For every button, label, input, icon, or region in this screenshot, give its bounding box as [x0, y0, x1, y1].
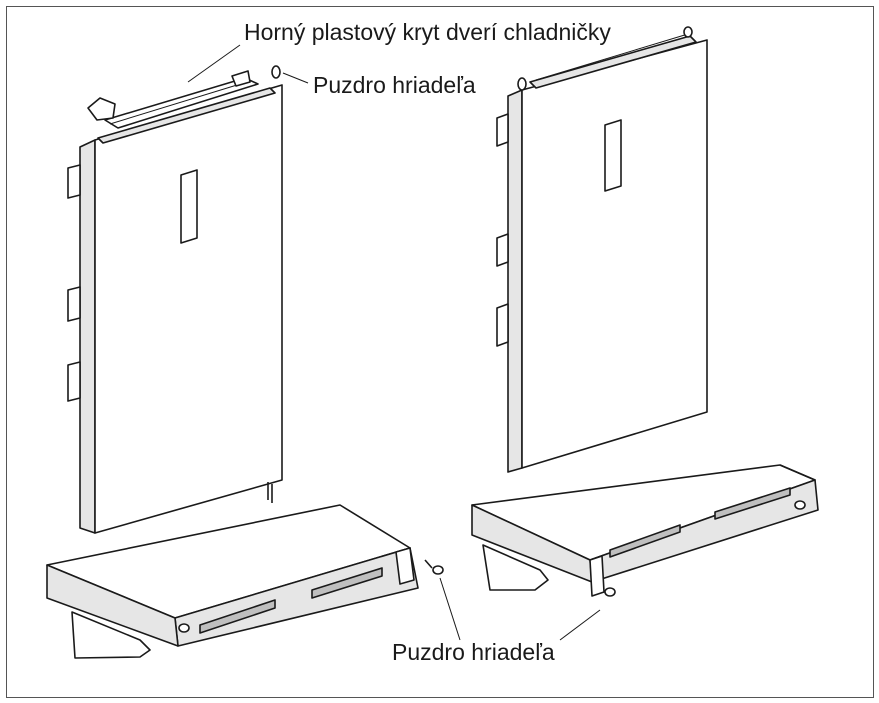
right-cabinet-leg — [482, 544, 549, 591]
leader-shaft-sleeve-top — [282, 72, 309, 84]
left-shaft-sleeve-bottom-part — [432, 565, 444, 575]
left-cabinet-vent-2 — [311, 567, 383, 599]
leader-shaft-sleeve-bottom-left — [439, 577, 461, 641]
left-cabinet — [46, 504, 444, 659]
right-cabinet-vent-2 — [714, 487, 791, 520]
right-door-hinge-3 — [496, 303, 509, 347]
right-door-handle-slot — [604, 119, 622, 192]
left-door-hinge-1 — [67, 164, 81, 199]
left-cabinet-vent-1 — [199, 599, 276, 634]
right-cabinet — [471, 464, 819, 597]
top-cover-end-cap — [87, 97, 116, 121]
leader-top-cover — [187, 44, 241, 83]
label-shaft-sleeve-top: Puzdro hriadeľa — [313, 72, 476, 98]
left-door-front — [94, 84, 283, 534]
left-door-hinge-2 — [67, 286, 81, 322]
right-shaft-sleeve-bottom-part — [604, 587, 616, 597]
diagram-frame — [6, 6, 874, 698]
right-cabinet-hinge — [589, 555, 605, 597]
right-door-shaft-sleeve — [517, 77, 527, 91]
right-door-front — [521, 39, 708, 469]
label-shaft-sleeve-bottom: Puzdro hriadeľa — [392, 639, 555, 665]
left-cabinet-side — [46, 564, 179, 647]
left-cabinet-hinge — [395, 547, 415, 585]
left-door-assembly — [67, 44, 309, 534]
label-top-cover: Horný plastový kryt dverí chladničky — [244, 19, 611, 45]
left-door-hinge-3 — [67, 361, 81, 402]
right-cabinet-vent-1 — [609, 524, 681, 558]
shaft-sleeve-top-part — [271, 65, 281, 79]
right-door-assembly — [496, 26, 708, 473]
right-door-top-strip — [529, 35, 697, 89]
left-door-top-strip — [97, 87, 276, 144]
left-door-handle-slot — [180, 169, 198, 244]
right-door-side-edge — [507, 89, 523, 473]
right-door-hinge-1 — [496, 113, 509, 147]
left-door-side-edge — [79, 139, 96, 534]
left-cabinet-leg — [71, 611, 151, 659]
left-door-bottom-pin — [267, 482, 273, 503]
right-door-hinge-2 — [496, 233, 509, 267]
leader-shaft-sleeve-bottom-right — [559, 609, 601, 641]
